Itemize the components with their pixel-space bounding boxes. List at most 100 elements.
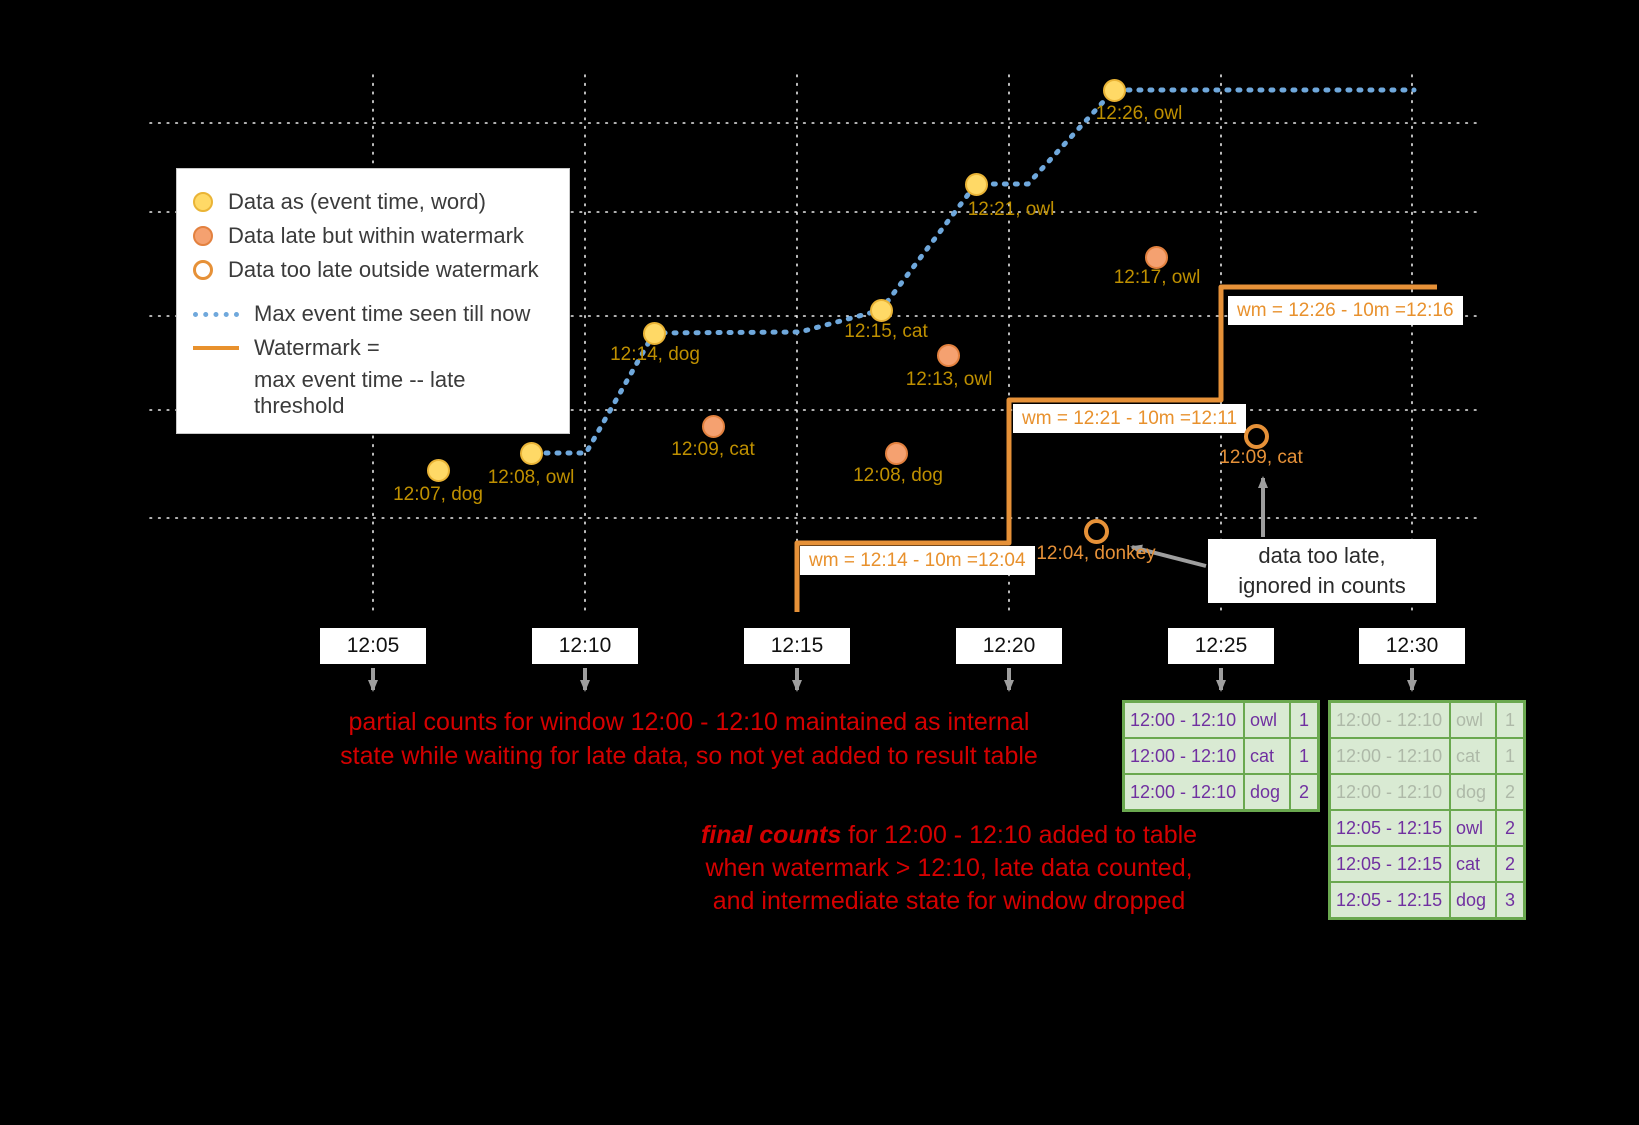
time-tick: 12:30 [1359, 628, 1465, 664]
too-late-note: data too late, ignored in counts [1208, 539, 1436, 603]
too-late-line2: ignored in counts [1238, 573, 1406, 598]
window-cell: 12:00 - 12:10 [1122, 737, 1245, 775]
final-counts-line3: and intermediate state for window droppe… [712, 887, 1186, 915]
partial-counts-line2: state while waiting for late data, so no… [340, 742, 1038, 770]
pointer-arrows [1130, 476, 1268, 568]
legend-label: Max event time seen till now [254, 301, 531, 326]
window-cell: 12:00 - 12:10 [1328, 773, 1451, 811]
ontime-dot-icon [193, 192, 213, 212]
count-cell: 2 [1495, 773, 1526, 811]
data-point-label: 12:04, donkey [1036, 543, 1156, 564]
data-point-ontime [1103, 79, 1126, 102]
data-point-late [1145, 246, 1168, 269]
final-counts-line2: when watermark > 12:10, late data counte… [705, 854, 1193, 882]
legend-label: Watermark = [254, 335, 380, 360]
word-cell: cat [1449, 845, 1497, 883]
tick-arrows [368, 668, 1417, 692]
data-point-ontime [520, 442, 543, 465]
time-tick: 12:15 [744, 628, 850, 664]
count-cell: 1 [1495, 737, 1526, 775]
window-cell: 12:05 - 12:15 [1328, 809, 1451, 847]
data-point-label: 12:15, cat [844, 321, 928, 342]
count-cell: 2 [1289, 773, 1320, 812]
data-point-label: 12:09, cat [1219, 447, 1303, 468]
data-point-label: 12:08, dog [853, 465, 943, 486]
table-row: 12:05 - 12:15 owl 2 [1328, 809, 1526, 847]
table-row: 12:05 - 12:15 cat 2 [1328, 845, 1526, 883]
watermark-line-icon [193, 346, 239, 350]
data-point-label: 12:07, dog [393, 484, 483, 505]
legend-item: Watermark = [193, 335, 553, 361]
table-row: 12:00 - 12:10 dog 2 [1122, 773, 1320, 812]
max-event-line-icon [193, 311, 239, 317]
data-point-label: 12:17, owl [1113, 267, 1201, 288]
count-cell: 1 [1495, 700, 1526, 739]
partial-counts-line1: partial counts for window 12:00 - 12:10 … [348, 708, 1030, 736]
data-point-label: 12:26, owl [1095, 103, 1183, 124]
legend-item: Data too late outside watermark [193, 257, 553, 283]
time-tick: 12:20 [956, 628, 1062, 664]
data-point-ontime [427, 459, 450, 482]
data-point-label: 12:08, owl [487, 467, 575, 488]
data-point-label: 12:21, owl [967, 199, 1055, 220]
watermark-label: wm = 12:26 - 10m =12:16 [1228, 296, 1463, 325]
window-cell: 12:00 - 12:10 [1122, 773, 1245, 812]
word-cell: owl [1449, 809, 1497, 847]
data-point-toolate [1244, 424, 1269, 449]
data-point-label: 12:09, cat [671, 439, 755, 460]
legend-item: Data late but within watermark [193, 223, 553, 249]
pointer-arrow-donkey [1130, 544, 1207, 568]
table-row: 12:00 - 12:10 dog 2 [1328, 773, 1526, 811]
word-cell: dog [1243, 773, 1291, 812]
count-cell: 3 [1495, 881, 1526, 920]
word-cell: owl [1243, 700, 1291, 739]
time-tick: 12:25 [1168, 628, 1274, 664]
legend: Data as (event time, word) Data late but… [176, 168, 570, 434]
window-cell: 12:00 - 12:10 [1122, 700, 1245, 739]
table-row: 12:00 - 12:10 cat 1 [1122, 737, 1320, 775]
toolate-circle-icon [193, 260, 213, 280]
count-cell: 1 [1289, 737, 1320, 775]
data-point-late [702, 415, 725, 438]
window-cell: 12:00 - 12:10 [1328, 700, 1451, 739]
final-counts-line1: final counts for 12:00 - 12:10 added to … [688, 819, 1210, 852]
watermark-line [794, 284, 1437, 612]
data-point-label: 12:14, dog [610, 344, 700, 365]
word-cell: cat [1243, 737, 1291, 775]
legend-label: Data as (event time, word) [228, 189, 486, 214]
count-cell: 2 [1495, 845, 1526, 883]
legend-label: Data too late outside watermark [228, 257, 539, 282]
final-counts-note: final counts for 12:00 - 12:10 added to … [688, 819, 1210, 918]
max-event-time-line [532, 87, 1417, 456]
late-dot-icon [193, 226, 213, 246]
final-counts-emphasis: final counts [700, 821, 842, 849]
data-point-late [937, 344, 960, 367]
table-row: 12:05 - 12:15 dog 3 [1328, 881, 1526, 920]
too-late-line1: data too late, [1258, 543, 1386, 568]
legend-item: Data as (event time, word) [193, 189, 553, 215]
legend-sublabel: max event time -- late threshold [254, 367, 466, 418]
result-table-12-30: 12:00 - 12:10 owl 1 12:00 - 12:10 cat 1 … [1328, 700, 1526, 920]
count-cell: 1 [1289, 700, 1320, 739]
watermark-label: wm = 12:21 - 10m =12:11 [1013, 404, 1247, 433]
result-table-12-25: 12:00 - 12:10 owl 1 12:00 - 12:10 cat 1 … [1122, 700, 1320, 812]
partial-counts-note: partial counts for window 12:00 - 12:10 … [308, 705, 1070, 773]
word-cell: cat [1449, 737, 1497, 775]
data-point-late [885, 442, 908, 465]
data-point-ontime [965, 173, 988, 196]
count-cell: 2 [1495, 809, 1526, 847]
table-row: 12:00 - 12:10 cat 1 [1328, 737, 1526, 775]
window-cell: 12:00 - 12:10 [1328, 737, 1451, 775]
data-point-ontime [870, 299, 893, 322]
window-cell: 12:05 - 12:15 [1328, 881, 1451, 920]
data-point-toolate [1084, 519, 1109, 544]
watermark-label: wm = 12:14 - 10m =12:04 [800, 546, 1035, 575]
final-counts-line1-rest: for 12:00 - 12:10 added to table [841, 821, 1198, 849]
word-cell: owl [1449, 700, 1497, 739]
data-point-ontime [643, 322, 666, 345]
table-row: 12:00 - 12:10 owl 1 [1122, 700, 1320, 739]
legend-label: Data late but within watermark [228, 223, 524, 248]
legend-item: Max event time seen till now [193, 301, 553, 327]
time-tick: 12:10 [532, 628, 638, 664]
table-row: 12:00 - 12:10 owl 1 [1328, 700, 1526, 739]
